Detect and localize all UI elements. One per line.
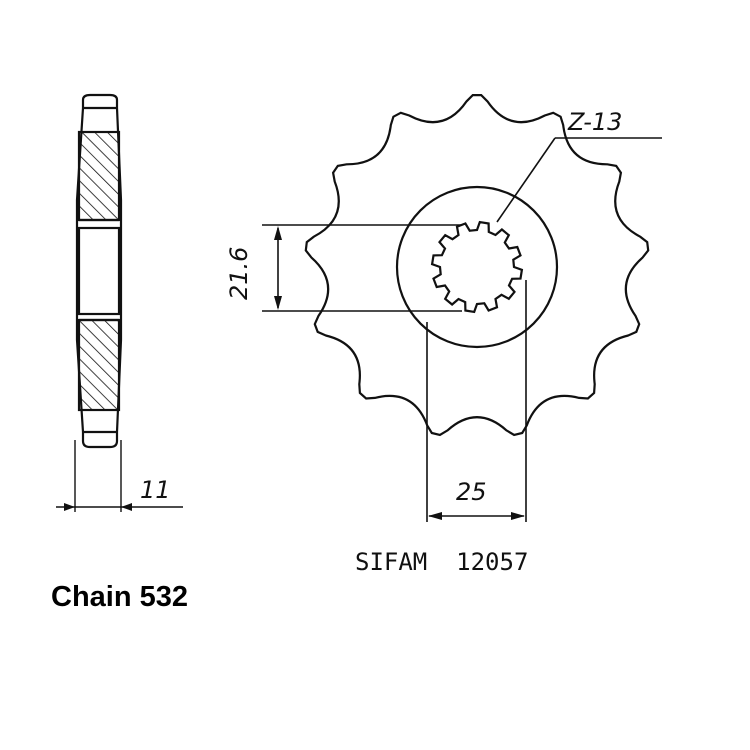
side-view <box>75 93 123 449</box>
arrowhead <box>274 296 282 310</box>
side-view-hatch-lower <box>77 318 121 412</box>
arrowhead <box>274 226 282 240</box>
width-dimension <box>426 280 527 522</box>
spline-bore <box>430 220 524 314</box>
inner-diameter-dimension <box>262 224 462 312</box>
leader-line <box>496 137 556 223</box>
arrowhead <box>428 512 442 520</box>
width-label: 25 <box>456 478 487 506</box>
teeth-count-label: Z-13 <box>567 108 622 136</box>
thickness-label: 11 <box>140 476 171 504</box>
chain-label: Chain 532 <box>51 581 188 613</box>
arrowhead <box>511 512 525 520</box>
inner-diameter-label: 21.6 <box>225 247 253 300</box>
thickness-dimension <box>56 440 183 512</box>
side-view-outline <box>75 93 123 449</box>
side-view-hatch-upper <box>77 130 121 222</box>
part-number-label: SIFAM 12057 <box>355 548 528 576</box>
front-view <box>304 94 650 437</box>
arrowhead <box>121 503 132 511</box>
side-view-bore <box>77 226 121 316</box>
hub-circle <box>395 185 559 349</box>
arrowhead <box>64 503 75 511</box>
teeth-leader <box>496 137 662 223</box>
gear-outline <box>304 94 650 437</box>
